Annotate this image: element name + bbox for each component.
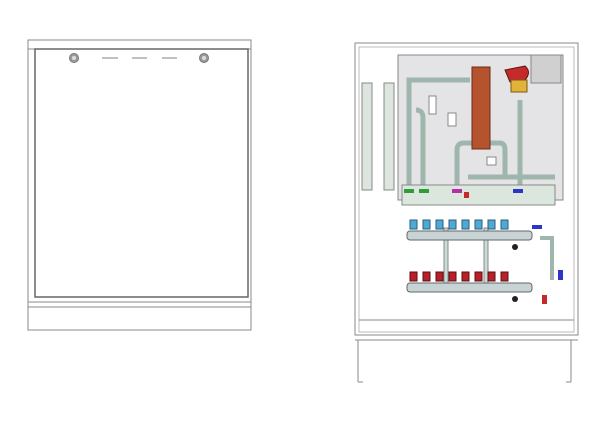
pump-body bbox=[510, 79, 528, 93]
supply-manifold bbox=[406, 219, 542, 250]
mounting-rail bbox=[383, 82, 395, 191]
blue-valve-handle bbox=[513, 189, 523, 193]
controller-box bbox=[530, 54, 562, 84]
heat-exchanger bbox=[471, 66, 491, 150]
blue-valve-handle bbox=[558, 270, 563, 280]
open-cabinet-view bbox=[354, 42, 579, 383]
closed-cabinet-front-view bbox=[27, 39, 252, 331]
red-valve-handle bbox=[542, 295, 547, 304]
magenta-valve-handle bbox=[452, 189, 462, 193]
valve-bar bbox=[401, 184, 556, 206]
cabinet-outline bbox=[27, 39, 252, 331]
ball-valves bbox=[404, 189, 523, 198]
return-manifold bbox=[406, 270, 563, 304]
mounting-rail bbox=[361, 82, 373, 191]
green-valve-handle bbox=[404, 189, 414, 193]
red-valve-handle bbox=[464, 192, 469, 198]
green-valve-handle bbox=[419, 189, 429, 193]
cabinet-door bbox=[34, 48, 249, 298]
cabinet-outline bbox=[354, 42, 579, 336]
blue-valve-handle bbox=[532, 225, 542, 229]
pipes bbox=[406, 77, 555, 190]
